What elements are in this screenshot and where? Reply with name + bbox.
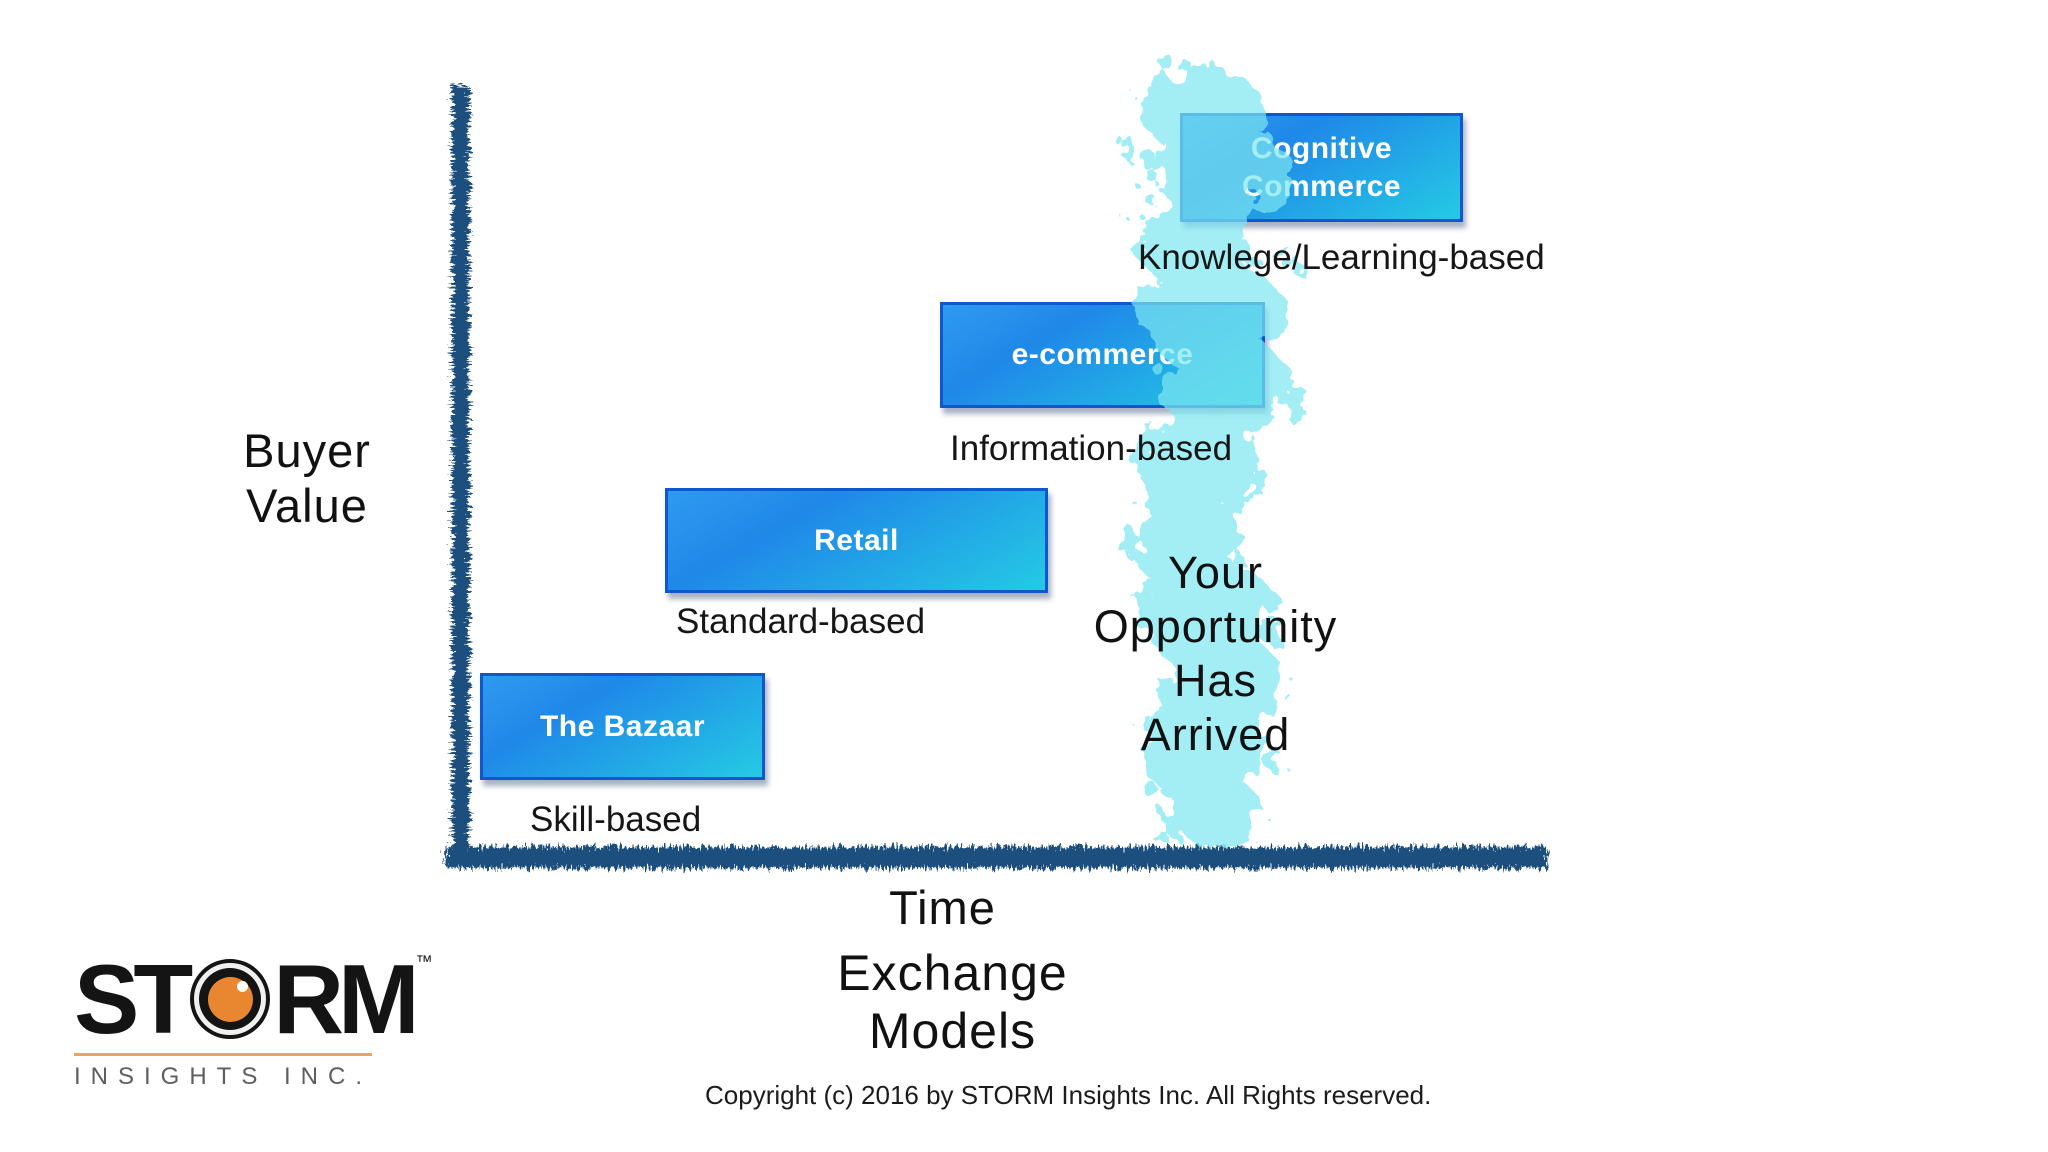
trademark-symbol: ™ — [415, 952, 433, 971]
logo-accent-rule — [74, 1053, 372, 1056]
basis-label-knowledge: Knowlege/Learning-based — [1138, 238, 1545, 277]
model-box-the-bazaar: The Bazaar — [480, 673, 765, 780]
basis-label-information: Information-based — [950, 429, 1233, 468]
copyright-text: Copyright (c) 2016 by STORM Insights Inc… — [705, 1080, 1432, 1110]
annotation-line: Your — [1168, 547, 1263, 598]
slide-title: Exchange Models — [837, 945, 1068, 1059]
model-box-label: Retail — [814, 523, 899, 557]
logo-subtitle: INSIGHTS INC. — [74, 1063, 373, 1090]
y-axis-line — [452, 86, 469, 864]
opportunity-annotation: Your Opportunity Has Arrived — [1058, 546, 1373, 762]
y-axis-label-line: Buyer — [243, 424, 371, 477]
x-axis-label: Time — [889, 881, 996, 934]
model-box-label: The Bazaar — [539, 709, 706, 743]
logo-word-start: ST — [74, 944, 193, 1054]
annotation-line: Has — [1173, 655, 1258, 706]
model-box-retail: Retail — [665, 488, 1048, 593]
y-axis-label-line: Value — [246, 478, 368, 532]
logo-word-end: RM — [273, 944, 419, 1054]
logo-wordmark: ST RM ™ — [74, 944, 433, 1054]
storm-insights-logo: ST RM ™ INSIGHTS INC. — [74, 944, 433, 1091]
camera-lens-icon — [190, 959, 271, 1039]
brush-stroke — [1118, 66, 1295, 850]
basis-label-skill: Skill-based — [530, 800, 702, 839]
x-axis-line — [446, 847, 1547, 868]
annotation-line: Opportunity — [1093, 601, 1338, 652]
basis-label-standard: Standard-based — [676, 602, 926, 641]
y-axis-label: Buyer Value — [192, 424, 422, 534]
annotation-line: Arrived — [1140, 709, 1291, 760]
